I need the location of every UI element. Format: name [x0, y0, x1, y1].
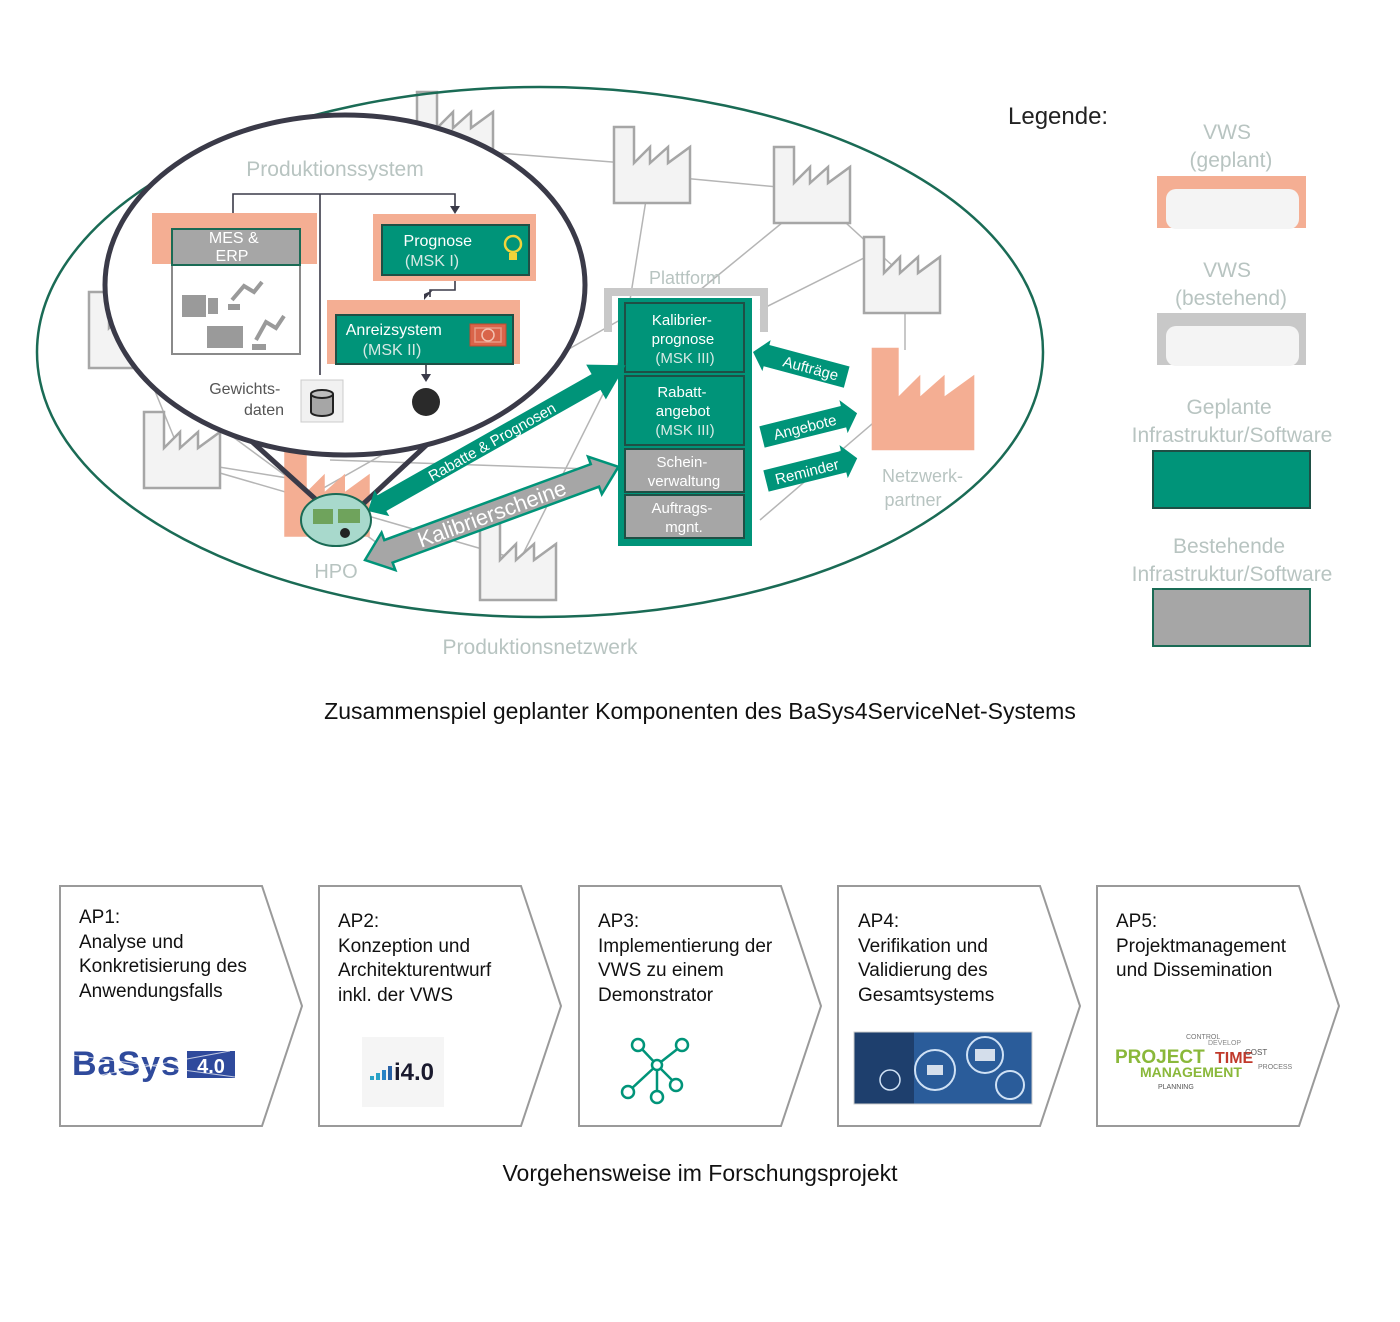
tech-image [853, 1031, 1033, 1105]
legend-swatch-inner [1166, 189, 1299, 229]
step-ap5: AP5: Projektmanagement und Dissemination [1116, 910, 1286, 984]
step-line: Analyse und [79, 931, 184, 953]
step-id: AP4: [858, 911, 900, 932]
machines-icon [182, 280, 286, 350]
auftragsmgnt-label: Auftrags- mgnt. [651, 500, 716, 536]
factory-icon [612, 125, 692, 205]
step-line: Konkretisierung des [79, 956, 247, 977]
auftragsmgnt-box [624, 494, 745, 539]
scheinverwaltung-label: Schein- verwaltung [648, 454, 721, 490]
step-id: AP1: [79, 907, 121, 928]
factory-icon [478, 522, 558, 602]
step-line: Implementierung der [598, 935, 773, 957]
reminder-arrow: Reminder [763, 445, 858, 492]
legend-label-vws-existing: VWS (bestehend) [1175, 259, 1287, 310]
step-line: Gesamtsystems [858, 984, 995, 1006]
system-diagram: Produktionssystem Produktionsnetzwerk Pl… [35, 85, 1333, 659]
svg-text:PLANNING: PLANNING [1158, 1084, 1194, 1091]
scheinverwaltung-box [624, 448, 745, 493]
rabattangebot-label: Rabatt- angebot (MSK III) [655, 384, 714, 439]
legend-title: Legende: [1008, 103, 1108, 130]
step-shape-ap1 [59, 885, 304, 1127]
svg-text:PROCESS: PROCESS [1258, 1064, 1293, 1071]
mes-erp-header [171, 228, 301, 266]
svg-text:MANAGEMENT: MANAGEMENT [1140, 1064, 1242, 1080]
arrowhead-icon [421, 374, 431, 382]
prognose-label: Prognose (MSK I) [404, 233, 477, 270]
angebote-arrow: Angebote [759, 400, 858, 448]
process-caption: Vorgehensweise im Forschungsprojekt [502, 1160, 898, 1186]
svg-text:DEVELOP: DEVELOP [1208, 1040, 1241, 1047]
database-icon [310, 389, 334, 417]
network-icon [620, 1037, 690, 1105]
factory-icon [862, 235, 942, 315]
arrowhead-icon [450, 206, 460, 214]
step-line: Verifikation und [858, 935, 988, 957]
project-management-logo: DEVELOP PROJECT TIME COST MANAGEMENT PLA… [1115, 1034, 1293, 1091]
produktionssystem-label: Produktionssystem [246, 158, 423, 181]
gewichtsdaten-label: Gewichts- daten [209, 381, 285, 419]
svg-text:TIME: TIME [1215, 1050, 1254, 1067]
diagram-caption: Zusammenspiel geplanter Komponenten des … [324, 698, 1076, 724]
svg-text:CONTROL: CONTROL [1186, 1034, 1220, 1041]
circuit-board-icon [313, 509, 360, 538]
step-line: Demonstrator [598, 984, 714, 1006]
step-line: inkl. der VWS [338, 984, 454, 1006]
mes-erp-label: MES & ERP [209, 230, 263, 265]
step-ap2: AP2: Konzeption und Architekturentwurf i… [338, 910, 491, 1008]
step-ap1: AP1: Analyse und Konkretisierung des Anw… [79, 906, 247, 1004]
legend-swatch-inner [1166, 326, 1299, 366]
prognose-box [381, 224, 530, 276]
step-line: und Dissemination [1116, 960, 1273, 981]
step-line: VWS zu einem [598, 960, 724, 981]
step-id: AP5: [1116, 911, 1158, 932]
step-line: Anwendungsfalls [79, 980, 223, 1002]
step-line: Architekturentwurf [338, 960, 492, 981]
network-ellipse [35, 85, 1045, 619]
legend-label-vws-planned: VWS (geplant) [1190, 121, 1273, 172]
svg-text:PROJECT: PROJECT [1115, 1047, 1205, 1068]
hpo-label: HPO [314, 561, 357, 583]
kalibrierprognose-box [624, 302, 745, 373]
step-id: AP3: [598, 911, 640, 932]
step-line: Validierung des [858, 960, 988, 981]
platform-bracket [604, 288, 768, 332]
lightbulb-icon [503, 234, 523, 260]
plattform-label: Plattform [649, 268, 721, 288]
svg-text:BaSys: BaSys [72, 1045, 181, 1083]
legend-label-infra-existing: Bestehende Infrastruktur/Software [1132, 535, 1333, 586]
auftraege-arrow: Aufträge [753, 340, 850, 388]
production-system-bubble [102, 112, 588, 458]
legend-label-infra-planned: Geplante Infrastruktur/Software [1132, 396, 1333, 447]
partner-factory-icon [871, 347, 975, 451]
rabattangebot-box [624, 375, 745, 446]
step-logos: BaSys 4.0 i4.0 [71, 1031, 1293, 1107]
step-id: AP2: [338, 911, 380, 932]
netzwerkpartner-label: Netzwerk- partner [882, 466, 968, 510]
factory-icon [772, 145, 852, 225]
step-ap4: AP4: Verifikation und Validierung des Ge… [858, 910, 994, 1008]
money-icon [469, 323, 507, 347]
end-node-icon [412, 388, 440, 416]
i40-logo: i4.0 [362, 1037, 444, 1107]
step-line: Projektmanagement [1116, 935, 1287, 957]
step-shape-ap3 [578, 885, 823, 1127]
legend-swatch-infra-existing [1152, 588, 1311, 647]
kalibrierprognose-label: Kalibrier- prognose (MSK III) [652, 312, 719, 367]
hpo-bubble [300, 493, 372, 547]
svg-text:i4.0: i4.0 [394, 1059, 434, 1086]
arrowhead-icon [424, 290, 433, 300]
svg-text:COST: COST [1245, 1048, 1267, 1057]
step-line: Konzeption und [338, 935, 471, 957]
produktionsnetzwerk-label: Produktionsnetzwerk [443, 636, 638, 659]
step-shape-ap5 [1096, 885, 1341, 1127]
anreizsystem-label: Anreizsystem (MSK II) [346, 322, 446, 359]
process-steps-shapes [59, 885, 1341, 1127]
step-ap3: AP3: Implementierung der VWS zu einem De… [598, 910, 772, 1008]
basys-logo: BaSys 4.0 [71, 1045, 236, 1083]
bubble-connectors [232, 193, 456, 375]
legend-swatch-infra-planned [1152, 450, 1311, 509]
